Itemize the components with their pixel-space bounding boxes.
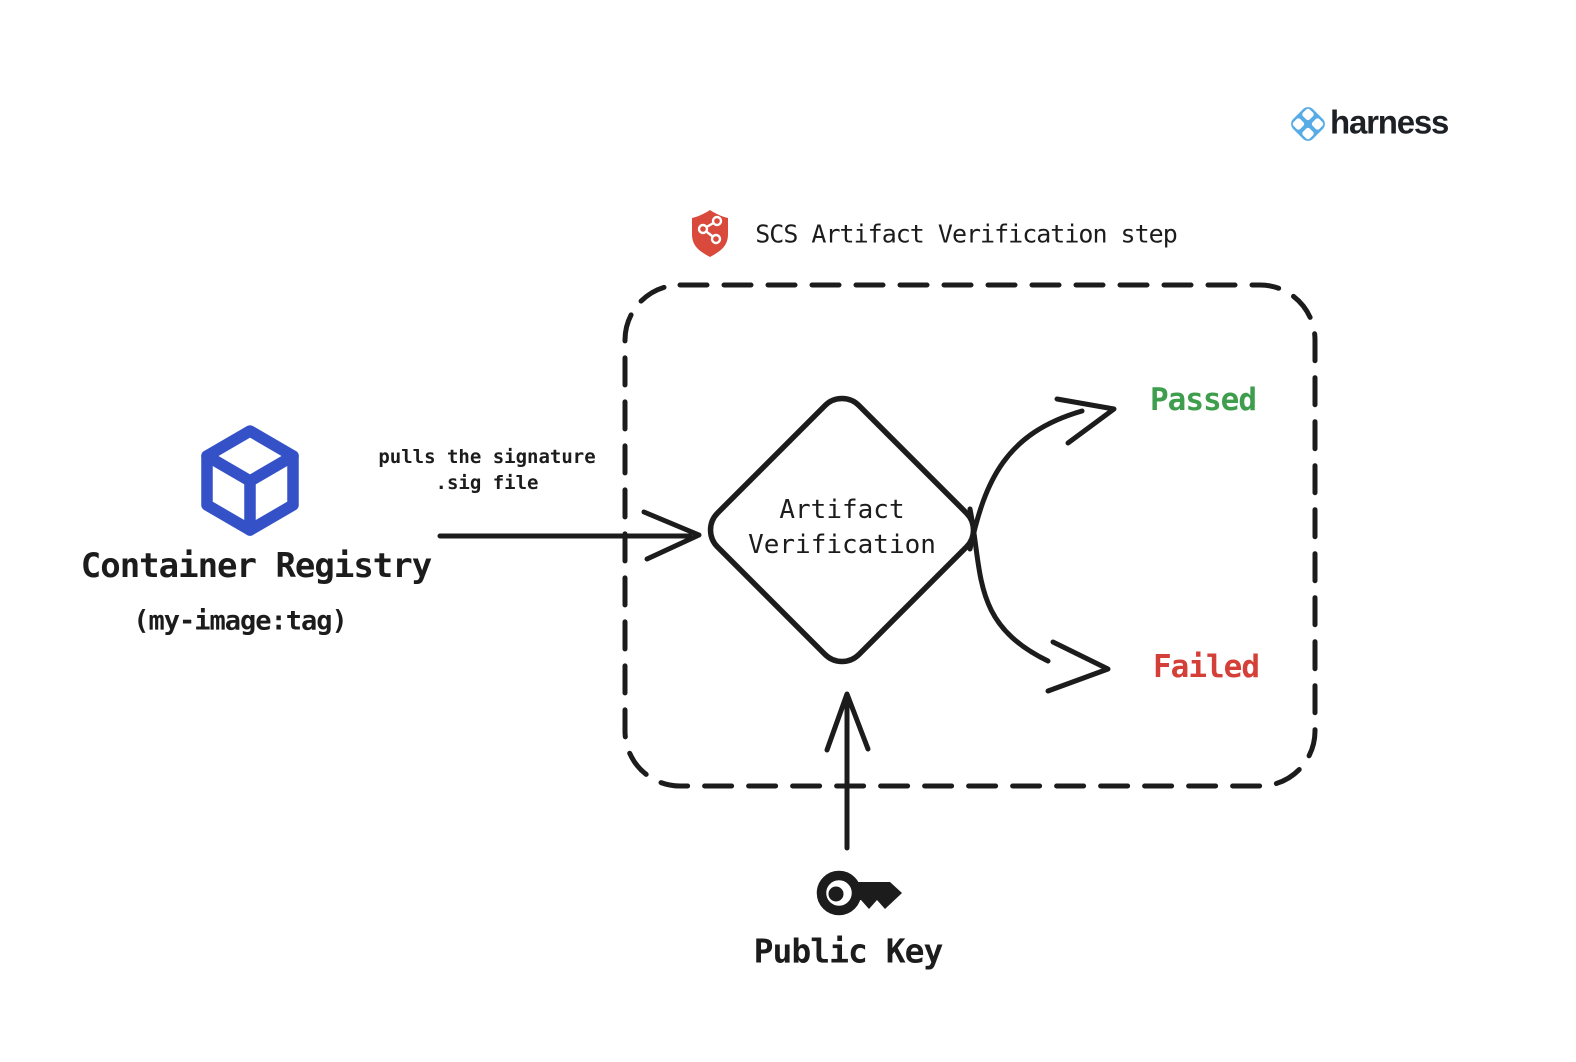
outcome-failed-label: Failed [1153,649,1260,685]
failed-arrow [967,506,1111,694]
step-title: SCS Artifact Verification step [755,219,1178,249]
cube-icon [201,425,299,536]
public-key-label: Public Key [753,931,944,971]
container-registry-label: Container Registry [80,546,432,586]
key-icon [816,870,902,916]
decision-label-line2: Verification [748,530,936,560]
container-registry-tag: (my-image:tag) [133,605,348,637]
scs-shield-icon [692,210,728,257]
pull-arrow [437,509,702,562]
decision-label-line1: Artifact [779,495,905,525]
decision-label: Artifact Verification [748,493,936,563]
pull-arrow-label-line1: pulls the signature [378,446,596,468]
harness-logo-text: harness [1330,103,1449,141]
pull-arrow-label-line2: .sig file [435,472,539,494]
pull-arrow-label: pulls the signature .sig file [378,444,595,496]
harness-logo-icon [1291,107,1325,141]
passed-arrow [967,396,1117,552]
outcome-passed-label: Passed [1150,382,1257,418]
public-key-arrow [824,691,871,851]
decision-diamond [707,395,977,665]
